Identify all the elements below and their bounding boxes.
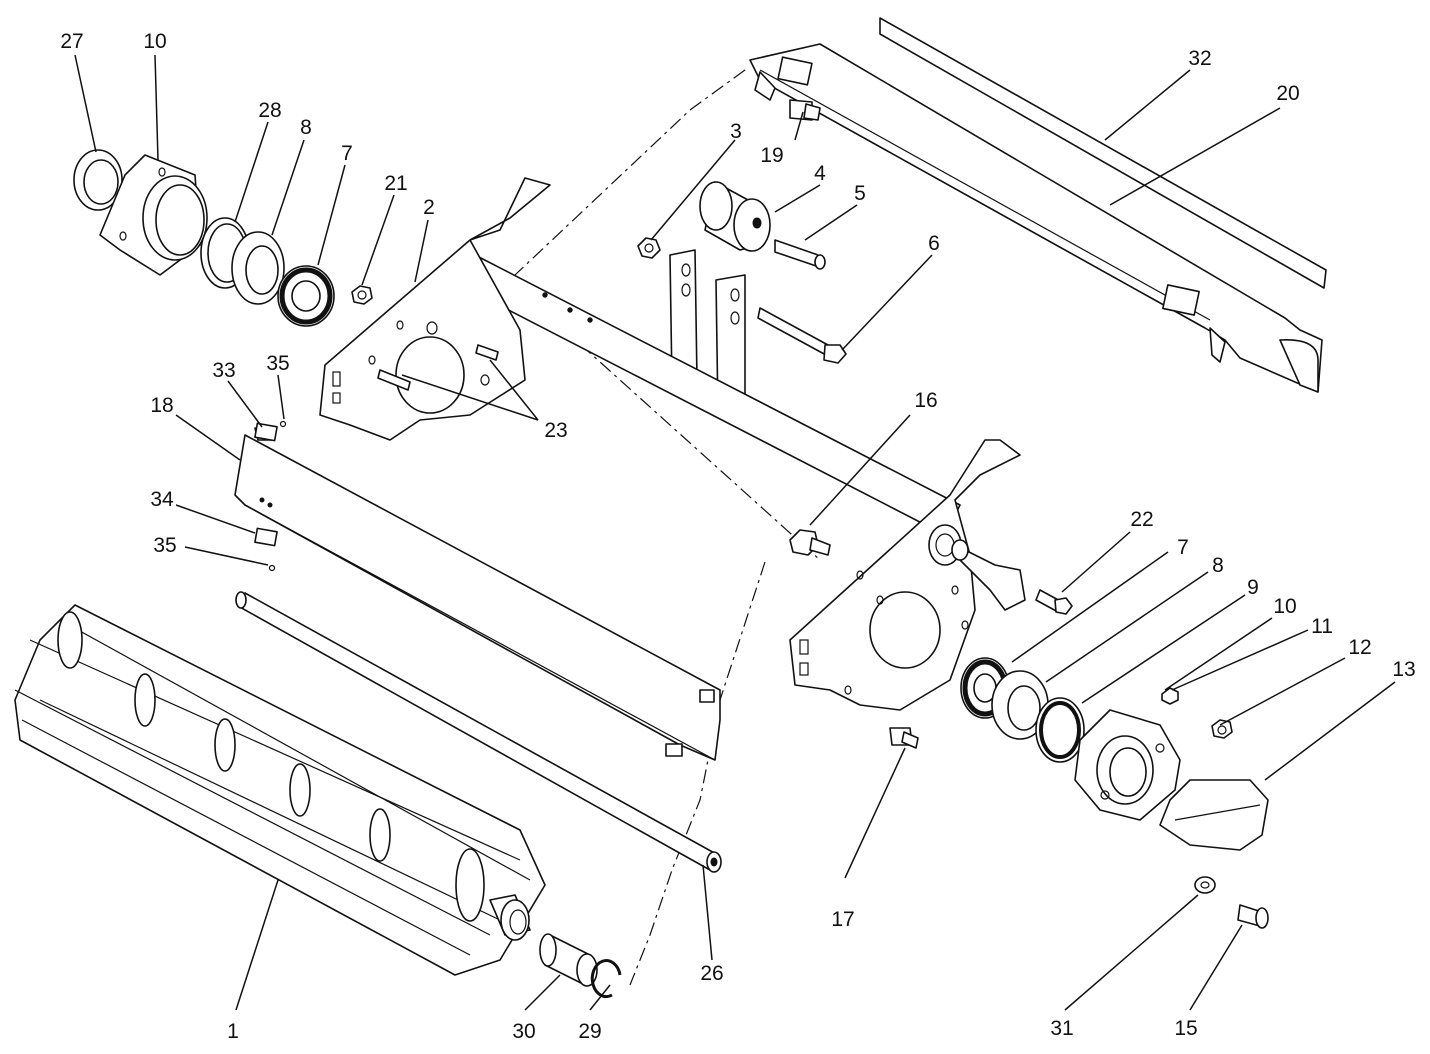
- part-20-bar: [749, 43, 1323, 393]
- callout-2: 2: [423, 196, 435, 219]
- part-17-bolt: [889, 727, 919, 749]
- callout-12: 12: [1348, 636, 1371, 659]
- callout-20: 20: [1276, 82, 1299, 105]
- callout-21: 21: [384, 172, 407, 195]
- part-6-bolt: [757, 307, 847, 364]
- callout-35-lower: 35: [153, 534, 176, 557]
- callout-29: 29: [578, 1020, 601, 1043]
- callout-22: 22: [1130, 508, 1153, 531]
- callout-35-upper: 35: [266, 352, 289, 375]
- small-clips: [254, 420, 287, 572]
- callout-28: 28: [258, 99, 281, 122]
- callout-3: 3: [730, 120, 742, 143]
- callout-10-left: 10: [143, 30, 166, 53]
- callout-16: 16: [914, 389, 937, 412]
- callout-33: 33: [212, 359, 235, 382]
- callout-7-left: 7: [341, 142, 353, 165]
- callout-32: 32: [1188, 47, 1211, 70]
- callout-26: 26: [700, 962, 723, 985]
- callout-17: 17: [831, 908, 854, 931]
- part-19-bolt: [789, 99, 821, 121]
- callout-18: 18: [150, 394, 173, 417]
- left-bearing-stack: [73, 149, 335, 327]
- part-5-pin: [774, 239, 826, 270]
- part-22-bolt: [1035, 589, 1073, 615]
- callout-31: 31: [1050, 1017, 1073, 1040]
- part-32-strip: [879, 17, 1327, 289]
- right-bearing-stack: [960, 657, 1269, 851]
- callout-labels: 27 10 28 8 7 21 2 3 19 4 5 6 32 20 33 35…: [60, 30, 1415, 1043]
- callout-10-right: 10: [1273, 595, 1296, 618]
- callout-6: 6: [928, 232, 940, 255]
- callout-15: 15: [1174, 1017, 1197, 1040]
- callout-11: 11: [1311, 615, 1333, 638]
- main-tube: [454, 252, 961, 536]
- leader-lines: [74, 54, 1396, 1011]
- part-4-roller: [699, 181, 771, 252]
- part-3-nut: [637, 237, 661, 259]
- callout-23: 23: [544, 419, 567, 442]
- callout-1: 1: [227, 1020, 239, 1043]
- callout-5: 5: [854, 182, 866, 205]
- callout-30: 30: [512, 1020, 535, 1043]
- part-15-bolt: [1237, 904, 1269, 929]
- callout-27: 27: [60, 30, 83, 53]
- callout-9: 9: [1247, 576, 1259, 599]
- callout-8-left: 8: [300, 116, 312, 139]
- callout-4: 4: [814, 162, 826, 185]
- part-1-reel: [14, 604, 546, 976]
- part-2-left-plate: [319, 177, 551, 441]
- part-26-rod: [235, 591, 722, 873]
- part-16-bolt: [789, 529, 831, 556]
- callout-34: 34: [150, 488, 174, 511]
- callout-13: 13: [1392, 658, 1415, 681]
- callout-19: 19: [760, 144, 783, 167]
- part-30-bushing: [539, 933, 598, 987]
- right-side-plate: [789, 439, 1026, 711]
- part-21-nut: [351, 285, 373, 305]
- part-29-snap-ring: [590, 959, 622, 999]
- callout-8-right: 8: [1212, 554, 1224, 577]
- part-18-shield: [234, 427, 721, 761]
- callout-7-right: 7: [1177, 536, 1189, 559]
- part-31-washer: [1194, 876, 1216, 894]
